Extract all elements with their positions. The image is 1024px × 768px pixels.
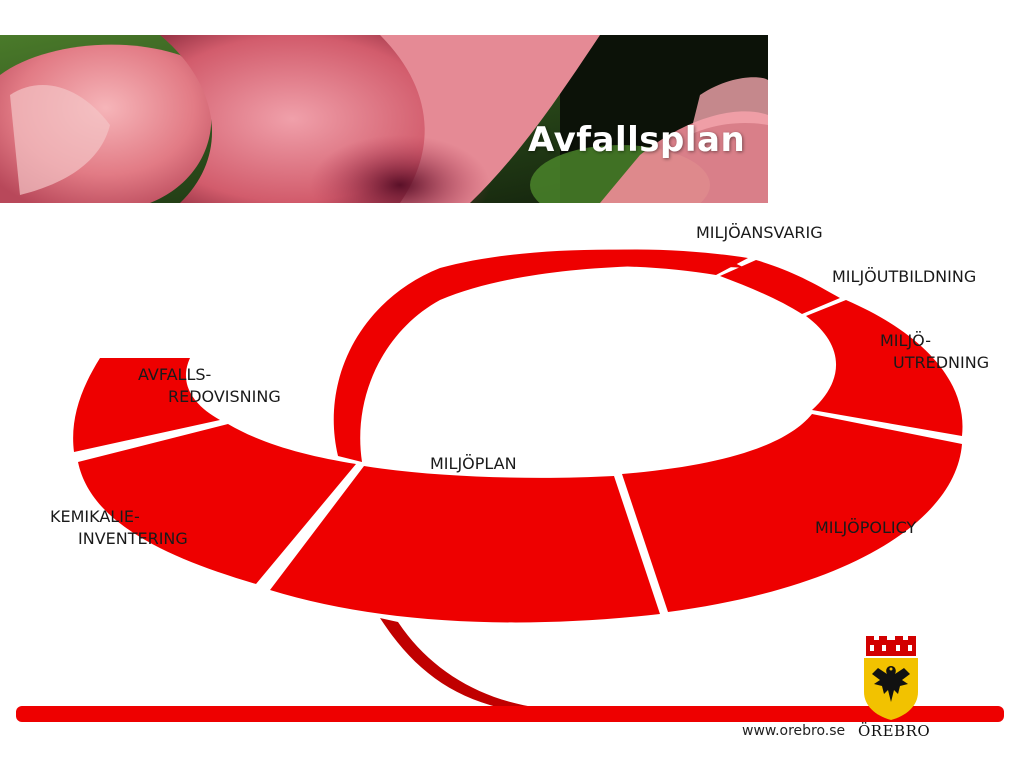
label-miljoutredning-line1: MILJÖ- xyxy=(880,331,931,350)
label-miljoutredning-line2: UTREDNING xyxy=(893,353,990,372)
label-avfallsredovisning-line2: REDOVISNING xyxy=(168,387,281,406)
footer-city-name: ÖREBRO xyxy=(858,722,931,740)
inner-arc xyxy=(333,249,745,462)
segment-miljoplan xyxy=(270,466,660,623)
label-avfallsredovisning-line1: AVFALLS- xyxy=(138,365,212,384)
segment-miljopolicy xyxy=(622,414,962,612)
segment-kemikalieinventering xyxy=(78,424,356,584)
header-banner xyxy=(0,35,768,203)
label-miljopolicy: MILJÖPOLICY xyxy=(815,518,917,537)
segment-miljoansvarig xyxy=(600,249,748,275)
footer-url[interactable]: www.orebro.se xyxy=(742,723,846,739)
label-miljoutbildning: MILJÖUTBILDNING xyxy=(832,267,977,286)
label-kemikalieinventering-line2: INVENTERING xyxy=(78,529,188,548)
segment-miljoutredning xyxy=(806,300,963,436)
page-title: Avfallsplan xyxy=(528,120,746,160)
flower-photo xyxy=(0,35,768,203)
orebro-crest-icon xyxy=(864,636,918,720)
label-kemikalieinventering-line1: KEMIKALIE- xyxy=(50,507,140,526)
segment-miljoutbildning xyxy=(720,260,840,314)
label-miljoplan: MILJÖPLAN xyxy=(430,454,517,473)
footer-red-bar xyxy=(16,706,1004,722)
label-miljoansvarig: MILJÖANSVARIG xyxy=(696,223,823,242)
segment-avfallsredovisning xyxy=(73,358,220,452)
tail-arc xyxy=(380,618,560,716)
